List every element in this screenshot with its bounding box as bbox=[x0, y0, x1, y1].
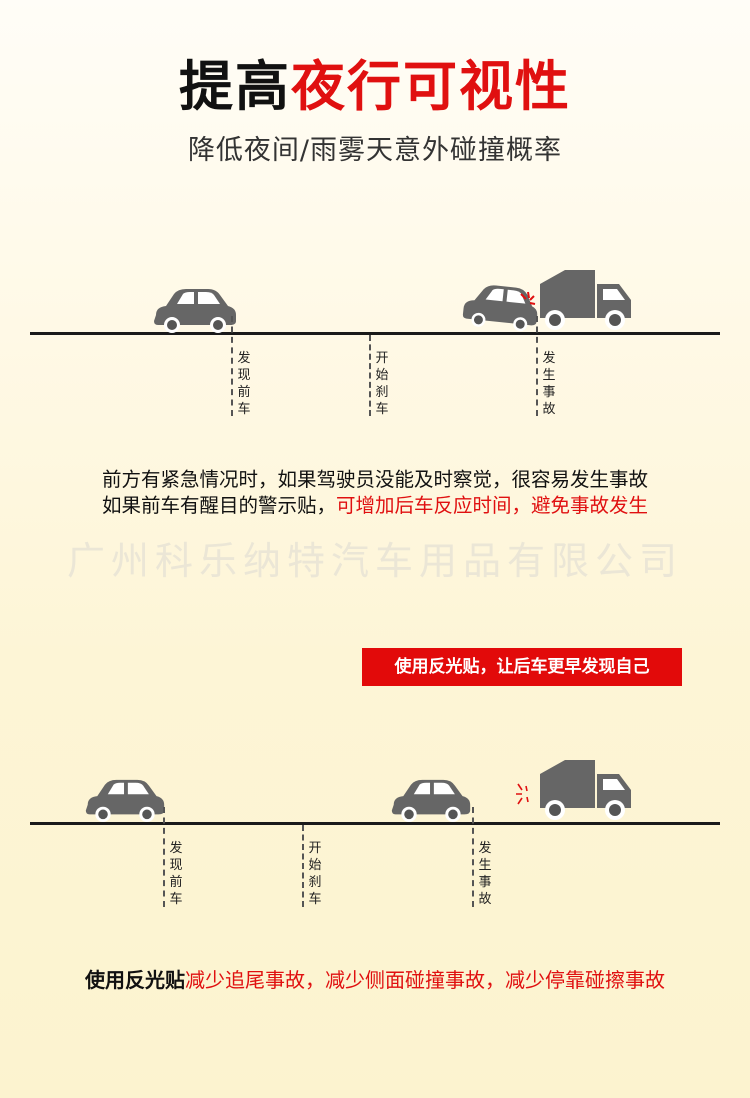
marker-label-accident-1: 发生事故 bbox=[542, 351, 556, 417]
paragraph-line-2-red: 可增加后车反应时间，避免事故发生 bbox=[336, 494, 649, 517]
watermark: 广州科乐纳特汽车用品有限公司 bbox=[66, 539, 683, 583]
summary-red: 减少追尾事故，减少侧面碰撞事故，减少停靠碰擦事故 bbox=[185, 968, 665, 992]
truck-icon bbox=[540, 270, 631, 330]
car-icon-stopped bbox=[391, 779, 471, 822]
callout-badge: 使用反光贴，让后车更早发现自己 bbox=[362, 648, 682, 686]
truck-icon-2 bbox=[540, 760, 631, 820]
car-icon bbox=[154, 289, 236, 333]
marker-label-discover-2: 发现前车 bbox=[169, 841, 183, 907]
crashed-car-icon bbox=[462, 285, 538, 332]
marker-label-brake-1: 开始刹车 bbox=[375, 351, 389, 417]
page-subtitle: 降低夜间/雨雾天意外碰撞概率 bbox=[187, 135, 563, 166]
summary-black: 使用反光贴 bbox=[85, 968, 185, 992]
paragraph-line-1: 前方有紧急情况时，如果驾驶员没能及时察觉，很容易发生事故 bbox=[101, 468, 648, 491]
title-red: 夜行可视性 bbox=[291, 55, 571, 118]
page-title: 提高夜行可视性 bbox=[0, 52, 750, 122]
paragraph-line-2: 如果前车有醒目的警示贴，可增加后车反应时间，避免事故发生 bbox=[0, 492, 750, 519]
summary-line: 使用反光贴减少追尾事故，减少侧面碰撞事故，减少停靠碰擦事故 bbox=[0, 964, 750, 993]
marker-label-brake-2: 开始刹车 bbox=[308, 841, 322, 907]
road-line-2 bbox=[30, 822, 720, 825]
reflective-glow-icon bbox=[516, 783, 529, 805]
marker-label-accident-2: 发生事故 bbox=[478, 841, 492, 907]
road-line-1 bbox=[30, 332, 720, 335]
marker-line-brake-1 bbox=[369, 335, 371, 416]
marker-line-accident-2 bbox=[472, 807, 474, 907]
title-black: 提高 bbox=[179, 55, 291, 118]
marker-line-accident-1 bbox=[536, 316, 538, 416]
impact-burst-icon bbox=[520, 291, 536, 305]
marker-line-discover-2 bbox=[163, 807, 165, 907]
marker-line-discover-1 bbox=[231, 316, 233, 416]
car-icon-rear bbox=[85, 779, 165, 822]
marker-line-brake-2 bbox=[302, 825, 304, 907]
paragraph-line-2-black: 如果前车有醒目的警示贴， bbox=[101, 494, 336, 517]
marker-label-discover-1: 发现前车 bbox=[237, 351, 251, 417]
